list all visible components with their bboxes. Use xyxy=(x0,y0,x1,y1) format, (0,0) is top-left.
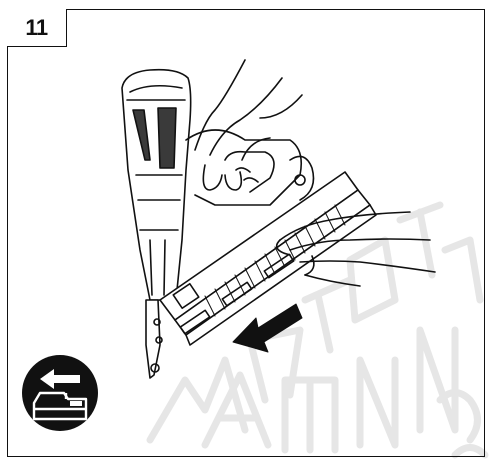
step-number: 11 xyxy=(25,14,48,40)
figure-frame xyxy=(7,9,485,457)
battery-removal-icon xyxy=(22,355,98,431)
step-number-box: 11 xyxy=(7,9,67,47)
push-direction-arrow-icon xyxy=(232,303,303,353)
